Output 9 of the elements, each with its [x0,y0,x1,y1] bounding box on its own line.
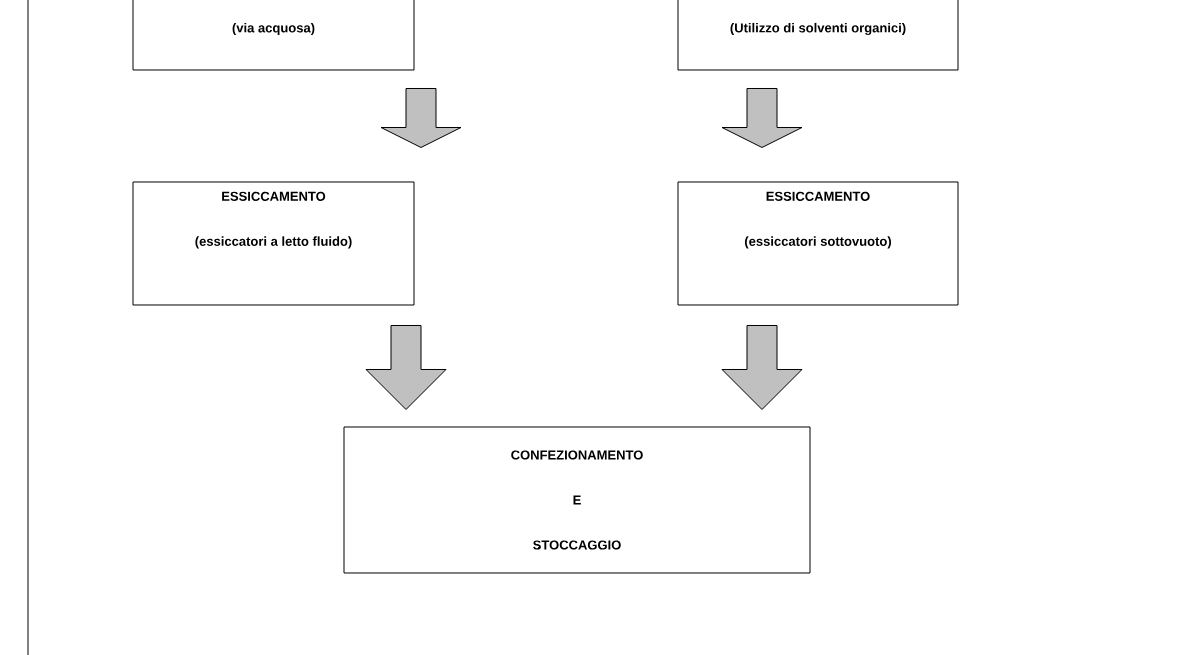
process-box: ESSICCAMENTO (essiccatori sottovuoto) [677,181,959,306]
process-box: ESSICCAMENTO (essiccatori a letto fluido) [132,181,415,306]
process-box: (via acquosa) [132,0,415,71]
process-box: CONFEZIONAMENTO E STOCCAGGIO [343,426,811,574]
block-arrow [721,325,803,410]
process-box: (Utilizzo di solventi organici) [677,0,959,71]
block-arrow [721,88,803,148]
block-arrow [380,88,462,148]
block-arrow [365,325,447,410]
